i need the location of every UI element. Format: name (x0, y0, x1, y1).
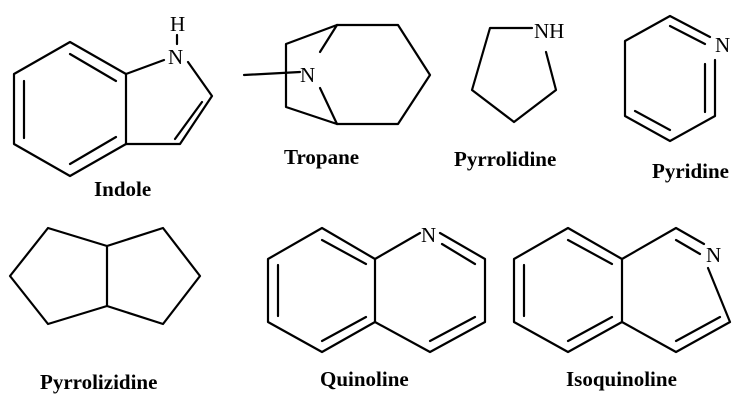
isoquinoline-benzene-double-bonds (522, 238, 614, 343)
indole-inner-double-bonds (22, 52, 118, 166)
pyridine-name: Pyridine (652, 159, 729, 183)
tropane-bridge-bonds (284, 23, 339, 126)
quinoline-benzene-double-bonds (276, 238, 368, 343)
pyridine-inner-double-bonds (633, 24, 707, 132)
pyrrolidine-ring (470, 26, 558, 124)
isoquinoline-n-label: N (706, 243, 721, 267)
quinoline-n-label: N (421, 223, 436, 247)
pyrrolidine-nh-label: NH (534, 19, 564, 43)
quinoline-benzene-ring (266, 226, 377, 354)
pyridine-n-label: N (715, 33, 730, 57)
quinoline-pyridine-bonds (373, 231, 487, 354)
pyrrolizidine-name: Pyrrolizidine (40, 370, 157, 394)
indole-pyrrole-double-bond (173, 100, 204, 141)
isoquinoline-benzene-ring (512, 226, 624, 354)
isoquinoline-pyridine-double-bonds (674, 238, 722, 343)
isoquinoline-structure: N Isoquinoline (512, 226, 732, 391)
indole-pyrrole-bonds (124, 58, 214, 146)
quinoline-pyridine-double-bonds (428, 242, 477, 343)
pyrrolidine-structure: NH Pyrrolidine (454, 19, 564, 171)
tropane-structure: N Tropane (242, 23, 432, 169)
indole-benzene-ring (12, 40, 128, 178)
indole-structure: H N Indole (12, 12, 214, 201)
quinoline-name: Quinoline (320, 367, 409, 391)
pyrrolidine-name: Pyrrolidine (454, 147, 556, 171)
indole-h-label: H (170, 12, 185, 36)
isoquinoline-name: Isoquinoline (566, 367, 677, 391)
indole-name: Indole (94, 177, 151, 201)
pyridine-ring (623, 14, 717, 143)
pyridine-structure: N Pyridine (623, 14, 730, 183)
tropane-methyl-bond (242, 70, 302, 77)
isoquinoline-pyridine-bonds (620, 226, 732, 354)
quinoline-structure: N Quinoline (266, 223, 487, 391)
pyrrolizidine-rings (8, 226, 202, 326)
tropane-name: Tropane (284, 145, 359, 169)
tropane-cyclohexane-ring (335, 23, 432, 126)
pyrrolizidine-structure: Pyrrolizidine (8, 226, 202, 394)
tropane-n-label: N (300, 63, 315, 87)
indole-n-label: N (168, 45, 183, 69)
